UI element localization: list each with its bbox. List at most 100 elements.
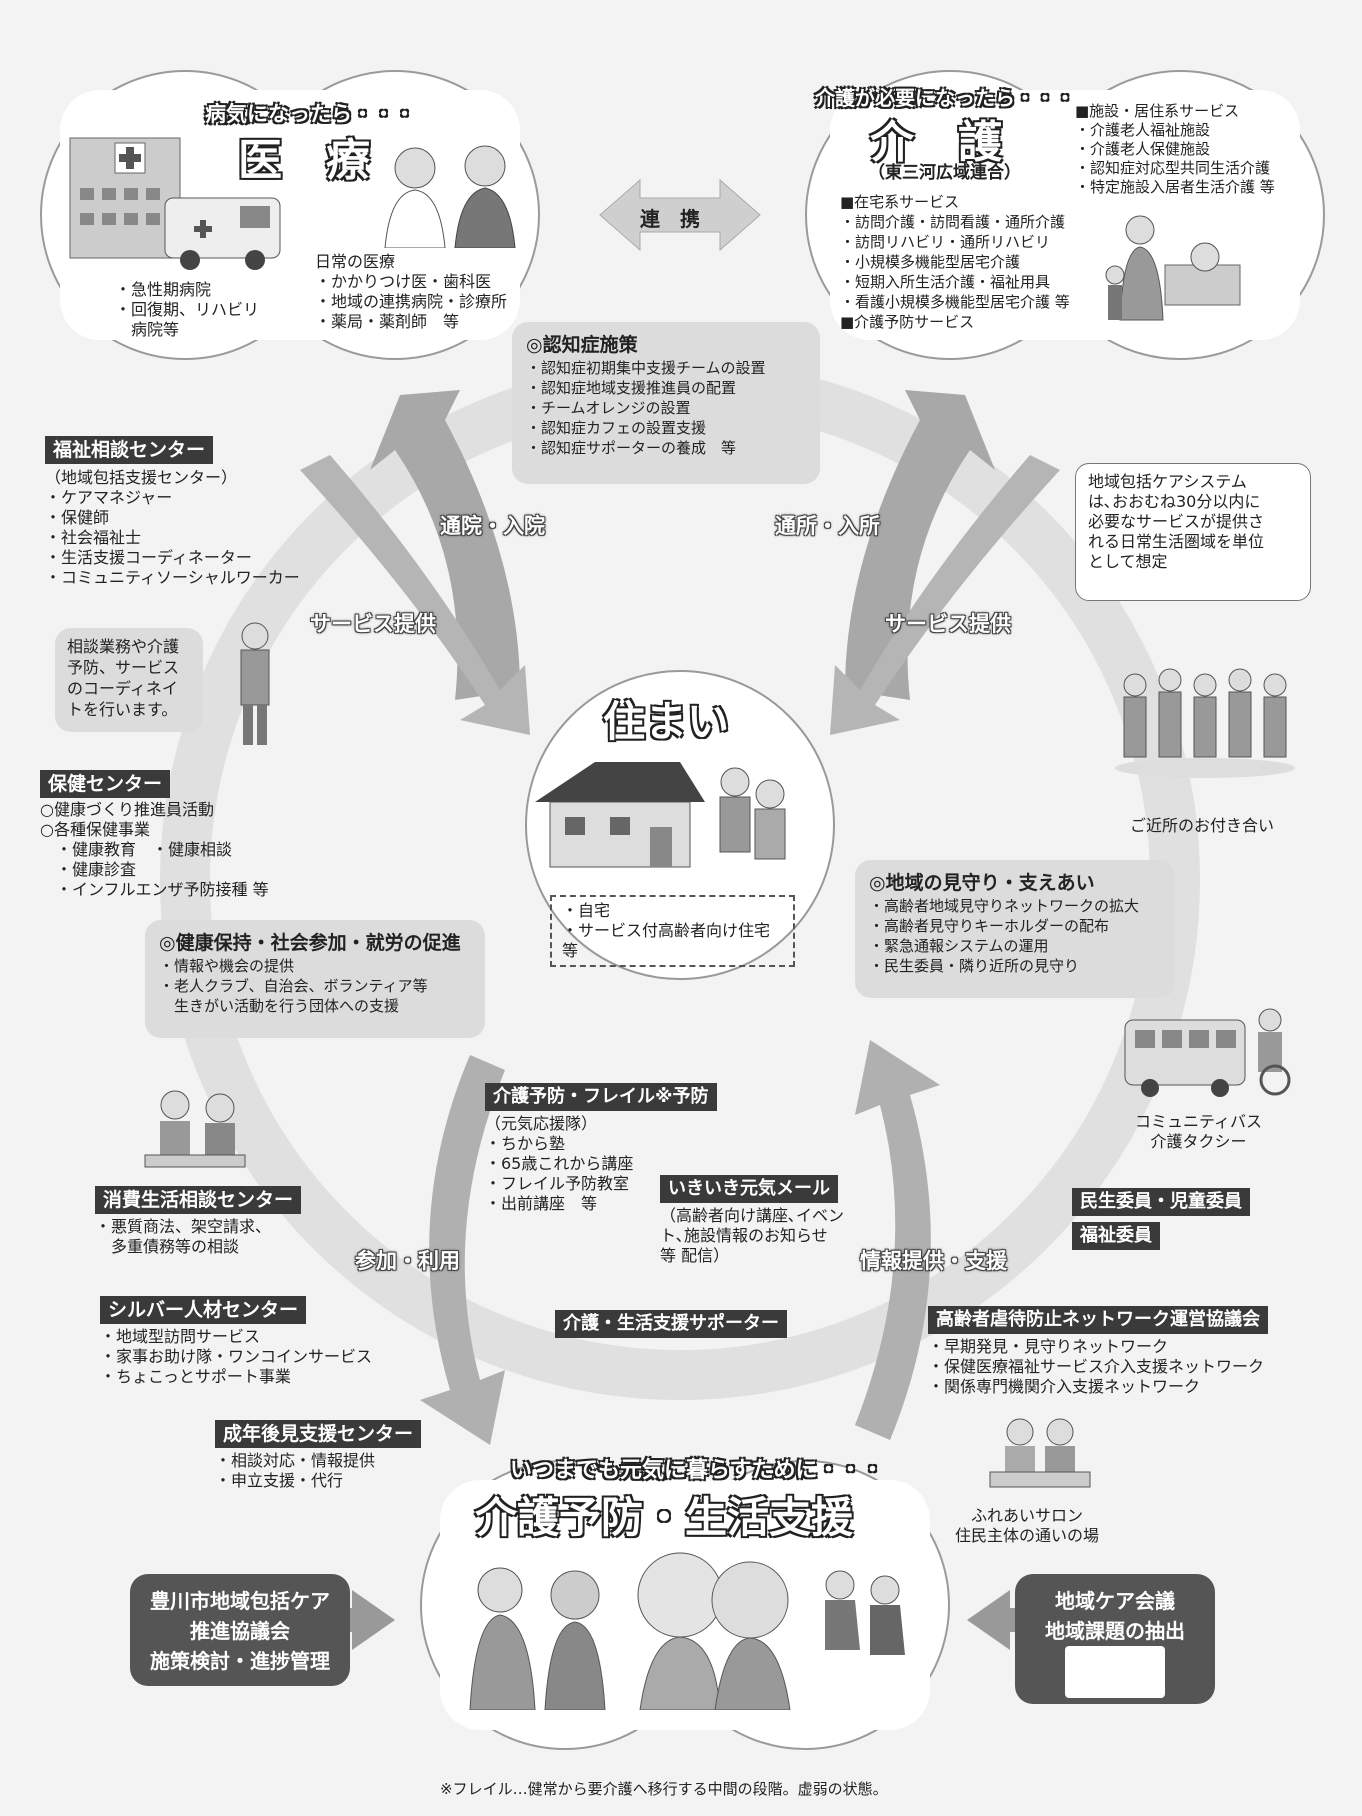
yobo-title: 介護予防・生活支援 (475, 1493, 854, 1542)
list-item: ・介護老人福祉施設 (1075, 121, 1211, 139)
list-item: ・小規模多機能型居宅介護 (840, 253, 1021, 271)
list-item: ・悪質商法、架空請求、 (95, 1217, 272, 1236)
list-item: ・保健医療福祉サービス介入支援ネットワーク (928, 1357, 1265, 1376)
list-item: ・コミュニティソーシャルワーカー (45, 568, 300, 587)
fukushi-center-list: （地域包括支援センター） ・ケアマネジャー ・保健師 ・社会福祉士 ・生活支援コ… (45, 468, 300, 588)
fukushi-center-block: 福祉相談センター （地域包括支援センター） ・ケアマネジャー ・保健師 ・社会福… (45, 436, 300, 588)
renkei-label: 連 携 (640, 207, 700, 231)
list-item: ・急性期病院 (115, 280, 212, 299)
list-item: ・ちょこっとサポート事業 (100, 1367, 291, 1386)
list-item: ・高齢者見守りキーホルダーの配布 (869, 917, 1110, 935)
list-item: ・チームオレンジの設置 (526, 399, 691, 417)
arrow-renkei (599, 178, 761, 252)
label-sanka: 参加・利用 (355, 1249, 460, 1273)
care-kaigi-line: 地域ケア会議 (1055, 1589, 1175, 1613)
list-item: ・回復期、リハビリ (115, 300, 260, 319)
list-item: 生きがい活動を行う団体への支援 (159, 997, 400, 1015)
label-tsusho: 通所・入所 (775, 514, 880, 538)
note-line: 地域包括ケアシステム (1088, 472, 1247, 491)
doctor-illustration (375, 138, 525, 249)
bubble-line: トを行います。 (67, 700, 178, 719)
iryo-daily-list: 日常の医療 ・かかりつけ医・歯科医 ・地域の連携病院・診療所 ・薬局・薬剤師 等 (315, 252, 507, 332)
kenko-list: ・情報や機会の提供 ・老人クラブ、自治会、ボランティア等 生きがい活動を行う団体… (159, 956, 471, 1016)
list-item: ・短期入所生活介護・福祉用具 (840, 273, 1051, 291)
sumai-title: 住まい (603, 697, 730, 746)
bubble-line: 相談業務や介護 (67, 637, 180, 656)
salon-caption: ふれあいサロン 住民主体の通いの場 (955, 1506, 1099, 1546)
arrow-care-kaigi (967, 1590, 1042, 1650)
list-item: ・地域の連携病院・診療所 (315, 292, 508, 311)
kyogikai-line: 豊川市地域包括ケア (150, 1589, 330, 1613)
note-line: として想定 (1088, 552, 1168, 571)
frail-title: 介護予防・フレイル※予防 (485, 1083, 717, 1111)
label-joho: 情報提供・支援 (860, 1249, 1007, 1273)
arrow-kyogikai (320, 1590, 395, 1650)
label-service-right: サービス提供 (885, 612, 1011, 636)
label-service-left: サービス提供 (310, 612, 436, 636)
list-item: 多重債務等の相談 (95, 1237, 240, 1256)
ikiiki-list: （高齢者向け講座､イベン ト､施設情報のお知らせ 等 配信） (660, 1206, 844, 1266)
hoken-center-block: 保健センター ○健康づくり推進員活動 ○各種保健事業 ・健康教育 ・健康相談 ・… (40, 770, 269, 900)
kaigo-subtitle: （東三河広域連合） (868, 163, 1021, 183)
gyakutai-title: 高齢者虐待防止ネットワーク運営協議会 (928, 1306, 1268, 1334)
house-illustration (535, 752, 805, 872)
minsei-block: 民生委員・児童委員 福祉委員 (1072, 1188, 1250, 1250)
list-item: ・相談対応・情報提供 (215, 1451, 376, 1470)
iryo-title: 医 療 (238, 135, 370, 186)
sumai-list: ・自宅 ・サービス付高齢者向け住宅等 (550, 895, 795, 967)
kyogikai-line: 推進協議会 (190, 1619, 290, 1643)
salon-illustration (985, 1412, 1095, 1492)
bus-illustration (1120, 1000, 1310, 1100)
yobo-tagline: いつまでも元気に暮らすために・・・ (510, 1458, 884, 1483)
consult-illustration (140, 1083, 250, 1173)
caption-line: 住民主体の通いの場 (955, 1526, 1100, 1545)
arrow-service-left (300, 455, 530, 735)
kenko-title: ◎健康保持・社会参加・就労の促進 (159, 932, 461, 954)
ninchisho-box: ◎認知症施策 ・認知症初期集中支援チームの設置 ・認知症地域支援推進員の配置 ・… (512, 322, 820, 484)
ikiiki-title: いきいき元気メール (660, 1175, 838, 1203)
list-item: ・緊急通報システムの運用 (869, 937, 1049, 955)
caption-line: コミュニティバス (1135, 1112, 1263, 1131)
silver-title: シルバー人材センター (100, 1296, 307, 1324)
hoken-center-title: 保健センター (40, 770, 171, 798)
note-line: 必要なサービスが提供さ (1088, 512, 1265, 531)
kyogikai-line: 施策検討・進捗管理 (150, 1649, 330, 1673)
list-item: ・老人クラブ、自治会、ボランティア等 (159, 977, 428, 995)
iryo-tagline: 病気になったら・・・ (205, 102, 415, 126)
kaigo-tagline: 介護が必要になったら・・・ (815, 86, 1075, 110)
care-kaigi-box: 地域ケア会議 地域課題の抽出 (1015, 1574, 1215, 1704)
list-item: ・認知症初期集中支援チームの設置 (526, 359, 766, 377)
kenko-box: ◎健康保持・社会参加・就労の促進 ・情報や機会の提供 ・老人クラブ、自治会、ボラ… (145, 920, 485, 1038)
list-item: ・申立支援・代行 (215, 1471, 344, 1490)
bus-caption: コミュニティバス 介護タクシー (1135, 1112, 1262, 1152)
meeting-illustration (1065, 1646, 1165, 1698)
fukushi-iin-title: 福祉委員 (1072, 1222, 1160, 1250)
list-item: ・情報や機会の提供 (159, 957, 295, 975)
list-item: ・フレイル予防教室 (485, 1174, 630, 1193)
list-item: ・健康教育 ・健康相談 (40, 840, 233, 859)
elderly-illustration (450, 1540, 930, 1711)
hospital-illustration (60, 128, 290, 278)
care-kaigi-line: 地域課題の抽出 (1045, 1619, 1185, 1643)
list-item: ・関係専門機関介入支援ネットワーク (928, 1377, 1201, 1396)
list-item: ・早期発見・見守りネットワーク (928, 1337, 1169, 1356)
fukushi-center-title: 福祉相談センター (45, 436, 214, 464)
list-item: （高齢者向け講座､イベン (660, 1206, 845, 1225)
mimamori-box: ◎地域の見守り・支えあい ・高齢者地域見守りネットワークの拡大 ・高齢者見守りキ… (855, 860, 1175, 998)
list-item: ・出前講座 等 (485, 1194, 598, 1213)
list-item: ・高齢者地域見守りネットワークの拡大 (869, 897, 1140, 915)
silver-block: シルバー人材センター ・地域型訪問サービス ・家事お助け隊・ワンコインサービス … (100, 1296, 372, 1387)
arrow-service-right (830, 455, 1060, 735)
seinen-title: 成年後見支援センター (215, 1420, 422, 1448)
kinjo-caption: ご近所のお付き合い (1130, 816, 1275, 835)
gyakutai-list: ・早期発見・見守りネットワーク ・保健医療福祉サービス介入支援ネットワーク ・関… (928, 1337, 1268, 1397)
care-illustration (1105, 205, 1245, 335)
list-item: ・認知症地域支援推進員の配置 (526, 379, 737, 397)
seinen-list: ・相談対応・情報提供 ・申立支援・代行 (215, 1451, 421, 1491)
list-item: ・訪問介護・訪問看護・通所介護 (840, 213, 1066, 231)
note-line: れる日常生活圏域を単位 (1088, 532, 1265, 551)
shohi-title: 消費生活相談センター (95, 1186, 302, 1214)
mimamori-title: ◎地域の見守り・支えあい (869, 872, 1095, 894)
caption-line: ふれあいサロン (971, 1506, 1084, 1525)
list-item: ・サービス付高齢者向け住宅等 (562, 921, 771, 960)
